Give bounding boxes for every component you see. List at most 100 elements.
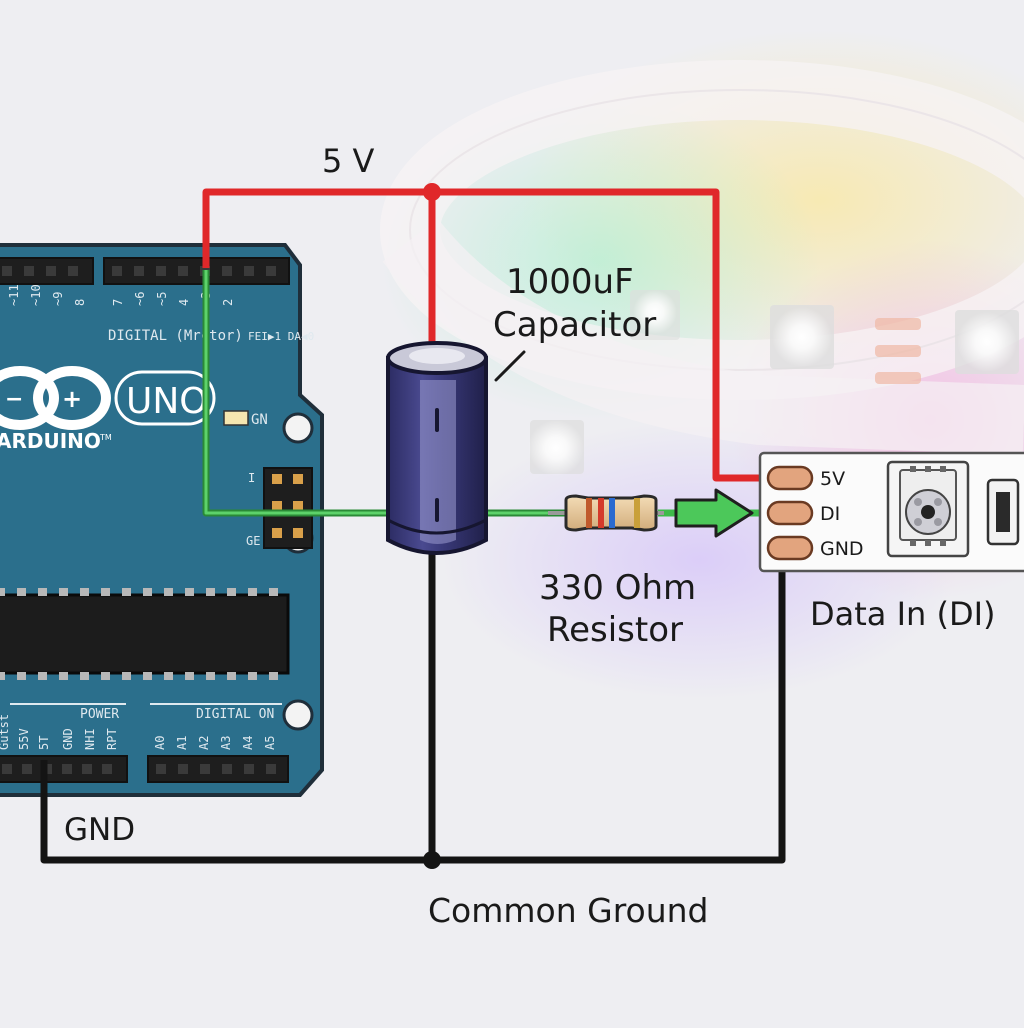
resistor-label-value: 330 Ohm (539, 568, 696, 608)
chip-pin (227, 588, 236, 596)
icsp-label: GE (246, 534, 260, 548)
header-socket (200, 764, 210, 774)
resistor-band (609, 498, 615, 528)
chip-pin (101, 672, 110, 680)
power-pin-labels: Gutst 55V 5T GND NHI RPT (0, 714, 119, 750)
resistor (548, 494, 664, 532)
chip-pin (122, 672, 131, 680)
chip-pin (38, 588, 47, 596)
header-socket (178, 764, 188, 774)
resistor-band (598, 498, 604, 528)
chip-pin (80, 588, 89, 596)
header-socket (102, 764, 112, 774)
chip-pin (59, 588, 68, 596)
header-socket (24, 266, 34, 276)
digital-pin-label: ~11 (7, 284, 21, 306)
chip-pin (164, 672, 173, 680)
digital-pin-label: ~9 (51, 292, 65, 306)
capacitor-callout-line (494, 350, 526, 382)
gnd-label: GND (64, 812, 135, 848)
digital-header-label: DIGITAL (Mrctor) (108, 328, 243, 344)
header-socket (244, 764, 254, 774)
resistor-band (634, 498, 640, 528)
header-socket (22, 764, 32, 774)
header-socket (222, 266, 232, 276)
power-pin-label: Gutst (0, 714, 11, 750)
resistor-label-name: Resistor (547, 610, 683, 650)
chip-pin (80, 672, 89, 680)
analog-pin-label: A0 (153, 736, 167, 750)
header-socket (156, 266, 166, 276)
chip-pin (269, 588, 278, 596)
uno-badge (114, 370, 216, 426)
analog-pin-header (147, 755, 289, 783)
capacitor-label-value: 1000uF (506, 262, 634, 302)
capacitor-label-name: Capacitor (493, 305, 656, 345)
svg-text:−: − (5, 387, 23, 412)
resistor-band (586, 498, 592, 528)
mounting-hole (282, 699, 314, 731)
analog-pin-label: A1 (175, 736, 189, 750)
digital-pin-label: 7 (111, 299, 125, 306)
chip-pin (17, 588, 26, 596)
header-socket (244, 266, 254, 276)
arduino-logo: − + (0, 366, 111, 430)
power-pin-label: RPT (105, 728, 119, 750)
icsp-header (263, 467, 313, 549)
header-socket (2, 764, 12, 774)
header-socket (134, 266, 144, 276)
header-socket (266, 266, 276, 276)
microcontroller-chip (0, 588, 290, 680)
chip-pin (17, 672, 26, 680)
smd-component (986, 478, 1020, 546)
power-pin-label: 55V (17, 728, 31, 750)
common-ground-wire (40, 548, 786, 864)
chip-pin (122, 588, 131, 596)
5v-supply-wire (202, 188, 775, 482)
pin-label-5v: 5V (820, 468, 845, 490)
chip-pin (185, 672, 194, 680)
power-pin-label: NHI (83, 728, 97, 750)
strip-led-glow (957, 312, 1017, 372)
chip-pin (0, 588, 5, 596)
header-socket (2, 266, 12, 276)
header-socket (62, 764, 72, 774)
header-socket (68, 266, 78, 276)
common-ground-label: Common Ground (428, 891, 709, 930)
power-pin-label: GND (61, 728, 75, 750)
digital-pin-label: 2 (221, 299, 235, 306)
analog-pin-label: A3 (219, 736, 233, 750)
on-led (223, 410, 249, 426)
digital-pin-label: ~5 (155, 292, 169, 306)
5v-pad (766, 465, 814, 491)
analog-pin-label: A4 (241, 736, 255, 750)
header-socket (82, 764, 92, 774)
capacitor (386, 341, 488, 555)
digital-pin-label: 8 (73, 299, 87, 306)
header-socket (178, 266, 188, 276)
strip-led-glow (528, 420, 584, 476)
chip-pin (248, 672, 257, 680)
chip-pin (248, 588, 257, 596)
icsp-label: I (248, 471, 255, 485)
5v-wires (202, 183, 775, 482)
strip-led-glow (633, 290, 677, 334)
chip-pin (38, 672, 47, 680)
analog-pin-label: A2 (197, 736, 211, 750)
chip-pin (206, 672, 215, 680)
strip-led-glow (772, 307, 832, 367)
led-strip-connector: 5V DI GND (758, 451, 1024, 573)
chip-pin (269, 672, 278, 680)
gnd-pad (766, 535, 814, 561)
on-led-label: GN (251, 412, 268, 428)
data-direction-arrow (674, 488, 754, 538)
di-pad (766, 500, 814, 526)
ws2812-led-chip (886, 460, 970, 558)
chip-pin (143, 588, 152, 596)
chip-pin (206, 588, 215, 596)
header-socket (156, 764, 166, 774)
power-pin-label: 5T (37, 736, 51, 750)
digital-pin-label: ~6 (133, 292, 147, 306)
ground-wires (40, 548, 786, 869)
